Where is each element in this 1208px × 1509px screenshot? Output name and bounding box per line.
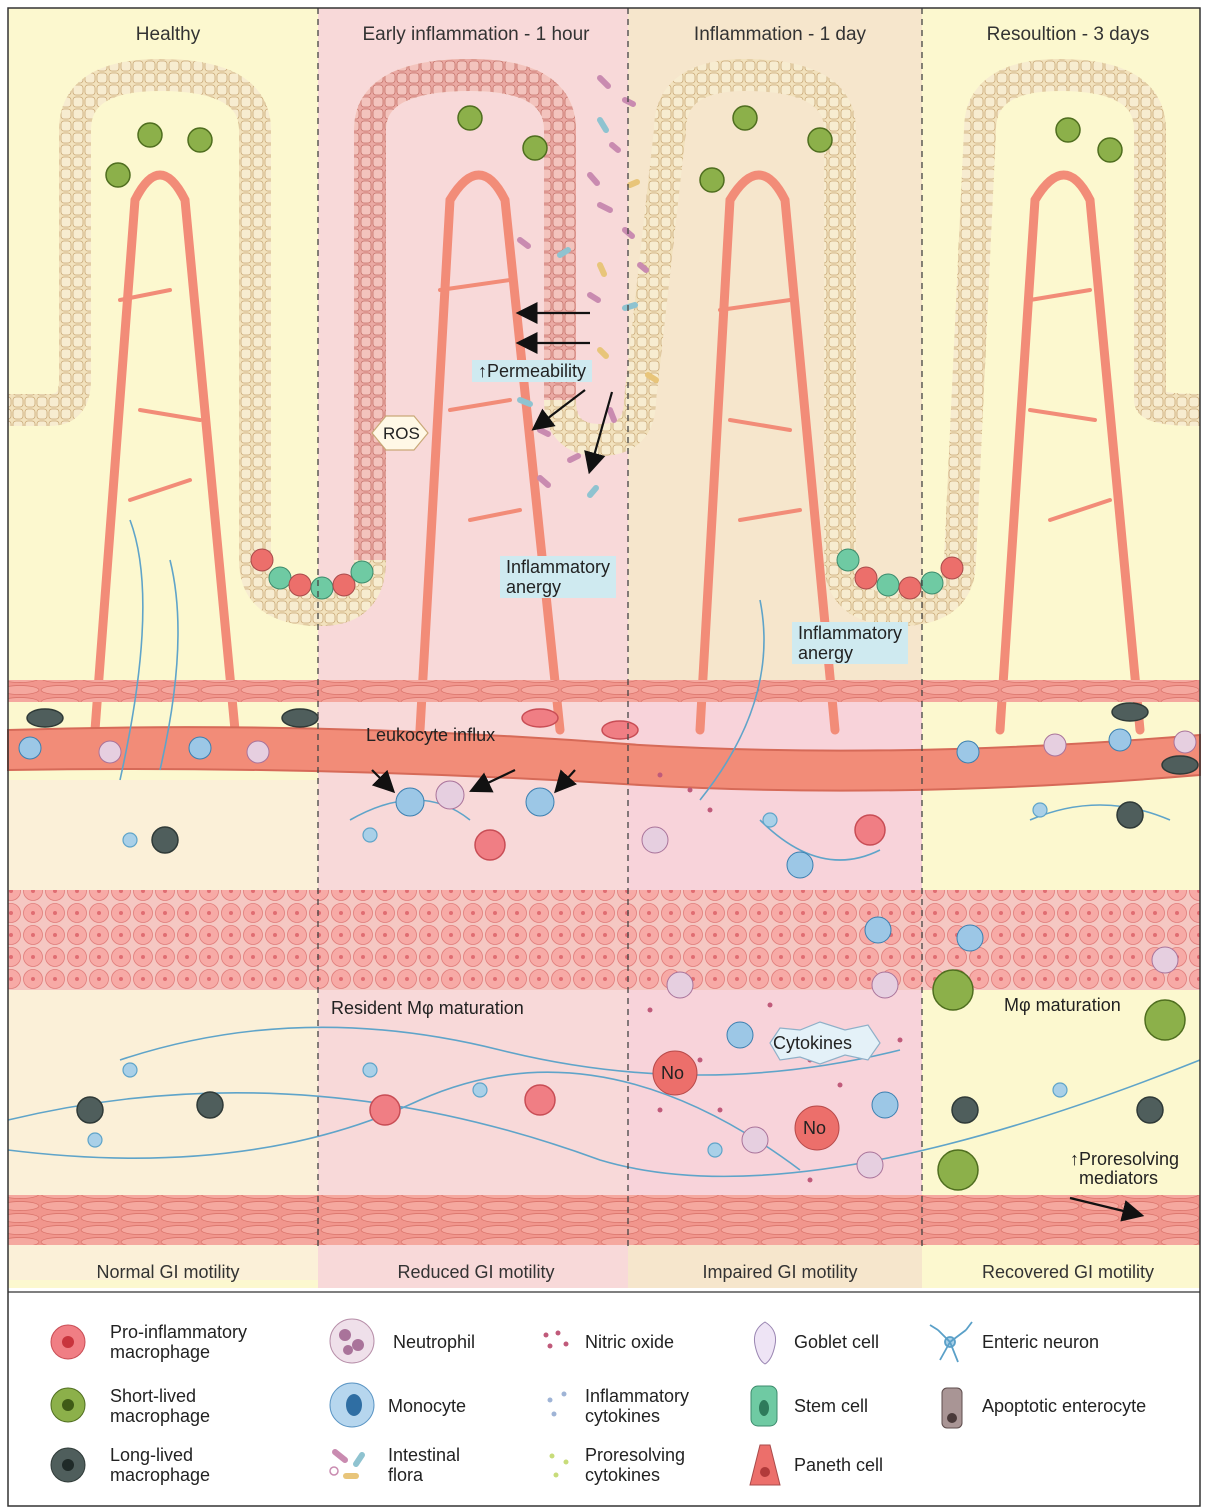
resident-maturation-label: Resident Mφ maturation (331, 998, 524, 1019)
legend-label-nitric-oxide: Nitric oxide (585, 1332, 674, 1352)
panel-title-early-inflammation: Early inflammation - 1 hour (326, 24, 626, 46)
legend-label-short-lived-macrophage: Short-lived macrophage (110, 1386, 210, 1426)
pro-inflammatory-macrophage-icon (51, 1325, 85, 1359)
no-label-2: No (803, 1118, 826, 1139)
motility-label-early: Reduced GI motility (326, 1262, 626, 1283)
inflammatory-anergy-label-1: Inflammatory anergy (500, 556, 616, 598)
legend-label-long-lived-macrophage: Long-lived macrophage (110, 1445, 210, 1485)
legend-label-apoptotic-enterocyte: Apoptotic enterocyte (982, 1396, 1146, 1416)
circular-muscle-layer (8, 890, 1200, 990)
panel-title-resolution: Resoultion - 3 days (918, 24, 1208, 46)
stem-cell-icon (751, 1386, 777, 1426)
proresolving-mediators-label: ↑Proresolving mediators (1070, 1150, 1179, 1188)
neutrophil-icon (330, 1319, 374, 1363)
legend-label-inflammatory-cytokines: Inflammatory cytokines (585, 1386, 689, 1426)
motility-label-resolution: Recovered GI motility (918, 1262, 1208, 1283)
leukocyte-influx-label: Leukocyte influx (366, 725, 495, 746)
apoptotic-enterocyte-icon (942, 1388, 962, 1428)
legend-label-monocyte: Monocyte (388, 1396, 466, 1416)
monocyte-icon (330, 1383, 374, 1427)
legend-label-paneth-cell: Paneth cell (794, 1455, 883, 1475)
long-lived-macrophage-icon (51, 1448, 85, 1482)
legend-label-proresolving-cytokines: Proresolving cytokines (585, 1445, 685, 1485)
inflammatory-anergy-label-2: Inflammatory anergy (792, 622, 908, 664)
panel-title-inflammation: Inflammation - 1 day (630, 24, 930, 46)
legend-label-enteric-neuron: Enteric neuron (982, 1332, 1099, 1352)
motility-label-inflammation: Impaired GI motility (630, 1262, 930, 1283)
panel-title-healthy: Healthy (18, 24, 318, 46)
macrophage-maturation-label: Mφ maturation (1004, 995, 1121, 1016)
legend-label-pro-inflammatory-macrophage: Pro-inflammatory macrophage (110, 1322, 247, 1362)
legend-label-neutrophil: Neutrophil (393, 1332, 475, 1352)
cytokines-label: Cytokines (773, 1033, 852, 1054)
muscularis-mucosae (8, 680, 1200, 702)
up-arrow-icon: ↑ (478, 361, 487, 381)
motility-label-healthy: Normal GI motility (18, 1262, 318, 1283)
legend-label-intestinal-flora: Intestinal flora (388, 1445, 460, 1485)
short-lived-macrophage-icon (51, 1388, 85, 1422)
up-arrow-icon: ↑ (1070, 1149, 1079, 1169)
no-label-1: No (661, 1063, 684, 1084)
ros-label: ROS (383, 424, 420, 444)
permeability-label: ↑Permeability (472, 360, 592, 382)
legend-label-stem-cell: Stem cell (794, 1396, 868, 1416)
longitudinal-muscle-layer (8, 1195, 1200, 1245)
legend-label-goblet-cell: Goblet cell (794, 1332, 879, 1352)
